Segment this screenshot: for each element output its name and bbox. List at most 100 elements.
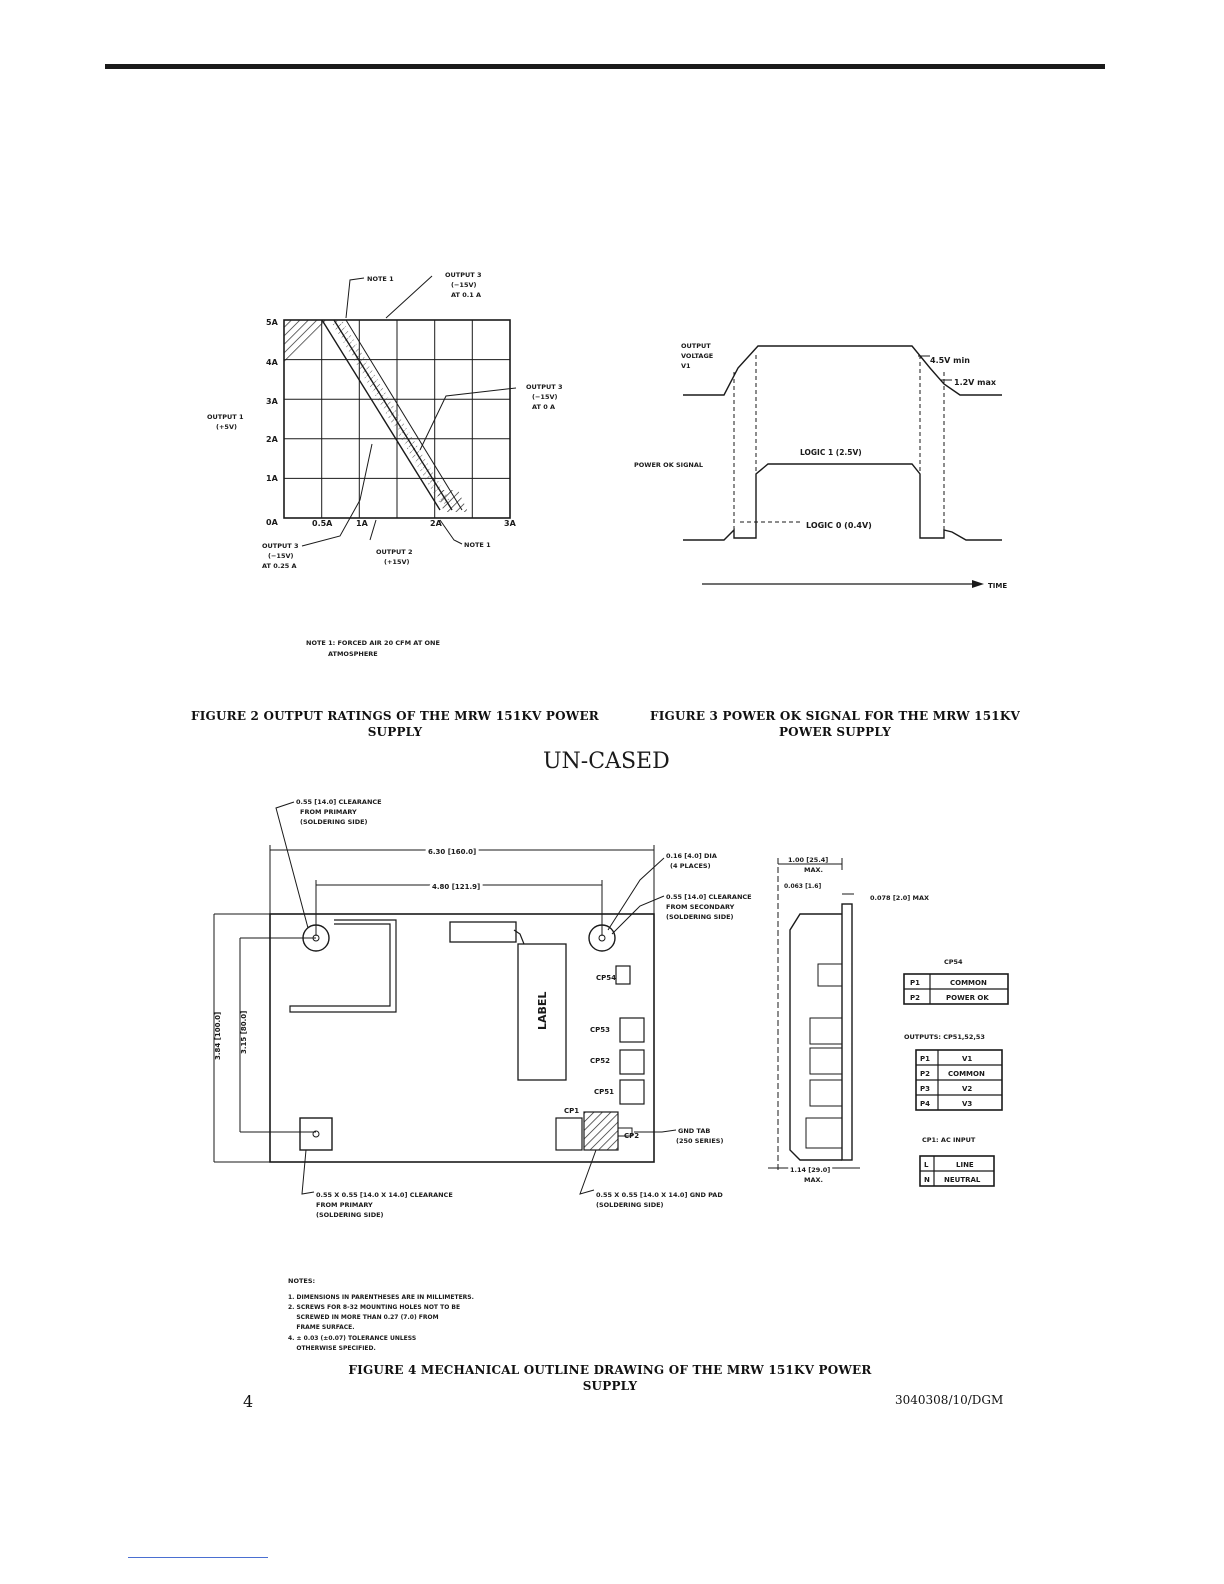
figure3-caption-line1: FIGURE 3 POWER OK SIGNAL FOR THE MRW 151… [650,709,1020,723]
gnd-tab-label: (250 SERIES) [676,1137,723,1145]
note-line: 2. SCREWS FOR 8-32 MOUNTING HOLES NOT TO… [288,1304,460,1311]
side-top-dim: 1.00 [25.4] [788,856,828,864]
logic0-label: LOGIC 0 (0.4V) [806,521,872,530]
note-line: 4. ± 0.03 (±0.07) TOLERANCE UNLESS [288,1335,416,1342]
figure3-waveforms [683,345,1002,588]
outputs-table-title: OUTPUTS: CP51,52,53 [904,1033,985,1041]
x-tick: 0.5A [312,519,333,528]
side-thick-dim: 0.063 [1.6] [784,883,821,890]
clearance-primary-top: (SOLDERING SIDE) [300,818,368,826]
clearance-primary-bottom: FROM PRIMARY [316,1201,373,1209]
note-line: FRAME SURFACE. [288,1324,355,1331]
dia-label: 0.16 [4.0] DIA [666,852,717,860]
note1-top-label: NOTE 1 [367,275,394,283]
dim-height-label: 3.84 [100.0] [214,1012,222,1060]
figure2-labels: 5A 4A 3A 2A 1A 0A 0.5A 1A 2A 3A OUTPUT 1… [207,271,563,658]
note-line: 1. DIMENSIONS IN PARENTHESES ARE IN MILL… [288,1294,474,1301]
note-line: OTHERWISE SPECIFIED. [288,1345,376,1352]
cp52-label: CP52 [590,1057,610,1065]
y-tick: 3A [266,397,279,406]
gnd-pad-label: (SOLDERING SIDE) [596,1201,664,1209]
clearance-secondary: (SOLDERING SIDE) [666,913,734,921]
x-tick: 3A [504,519,517,528]
clearance-primary-bottom: (SOLDERING SIDE) [316,1211,384,1219]
figure3-caption: FIGURE 3 POWER OK SIGNAL FOR THE MRW 151… [650,708,1020,740]
label-text: LABEL [536,992,549,1030]
output3-top-label: AT 0.1 A [451,291,481,299]
figure4-notes: NOTES: 1. DIMENSIONS IN PARENTHESES ARE … [288,1277,474,1352]
figure3-caption-line2: POWER SUPPLY [778,725,892,739]
pin-cell: LINE [956,1161,974,1169]
pin-cell: V2 [962,1085,972,1093]
dim-holes: 4.80 [121.9] [432,883,480,891]
pin-cell: V1 [962,1055,972,1063]
side-078-dim: 0.078 [2.0] MAX [870,894,929,902]
notes-title: NOTES: [288,1277,315,1285]
y-axis-label: OUTPUT 1 [207,413,244,421]
cp51-label: CP51 [594,1088,614,1096]
dim-hole-height-label: 3.15 [80.0] [240,1011,248,1054]
output3-top-label: OUTPUT 3 [445,271,482,279]
pin-cell: POWER OK [946,994,989,1002]
cp2-label: CP2 [624,1132,639,1140]
logic1-label: LOGIC 1 (2.5V) [800,448,862,457]
power-ok-label: POWER OK SIGNAL [634,461,703,469]
cp54-label: CP54 [596,974,616,982]
clearance-secondary: FROM SECONDARY [666,903,735,911]
figure4-caption: FIGURE 4 MECHANICAL OUTLINE DRAWING OF T… [330,1362,890,1394]
vmin-label: 4.5V min [930,356,970,365]
pin-cell: P4 [920,1100,930,1108]
header-rule [105,64,1105,69]
output3-right-label: (−15V) [532,393,557,401]
pin-cell: P2 [910,994,920,1002]
note-line: SCREWED IN MORE THAN 0.27 (7.0) FROM [288,1314,439,1321]
figure2-caption-line2: SUPPLY [367,725,423,739]
x-tick: 2A [430,519,443,528]
clearance-primary-top: FROM PRIMARY [300,808,357,816]
pin-cell: COMMON [948,1070,985,1078]
time-label: TIME [988,582,1007,590]
dia-label: (4 PLACES) [670,862,711,870]
cp53-label: CP53 [590,1026,610,1034]
output-voltage-label: V1 [681,362,691,370]
y-tick: 2A [266,435,279,444]
page-number: 4 [243,1392,254,1411]
x-tick: 1A [356,519,369,528]
output-voltage-label: OUTPUT [681,342,711,350]
gnd-tab-label: GND TAB [678,1127,710,1135]
vmax-label: 1.2V max [954,378,997,387]
bottom-underline [128,1557,268,1558]
cp1-table-title: CP1: AC INPUT [922,1136,976,1144]
pin-cell: NEUTRAL [944,1176,981,1184]
clearance-primary-top: 0.55 [14.0] CLEARANCE [296,798,382,806]
output3-bottom-label: AT 0.25 A [262,562,297,570]
note1-bottom-label: NOTE 1 [464,541,491,549]
document-id: 3040308/10/DGM [895,1393,1004,1407]
figure2-caption-line1: FIGURE 2 OUTPUT RATINGS OF THE MRW 151KV… [191,709,599,723]
pin-cell: L [924,1161,929,1169]
gnd-pad-label: 0.55 X 0.55 [14.0 X 14.0] GND PAD [596,1191,723,1199]
pin-cell: P1 [920,1055,930,1063]
cp54-table-title: CP54 [944,958,963,966]
y-tick: 4A [266,358,279,367]
pin-cell: N [924,1176,930,1184]
figure4-caption-line: FIGURE 4 MECHANICAL OUTLINE DRAWING OF T… [348,1363,872,1393]
pin-cell: V3 [962,1100,972,1108]
cp1-label: CP1 [564,1107,579,1115]
clearance-secondary: 0.55 [14.0] CLEARANCE [666,893,752,901]
pin-cell: P2 [920,1070,930,1078]
note-text: ATMOSPHERE [328,650,378,658]
y-tick: 0A [266,518,279,527]
figure4-board [213,801,860,1195]
output-voltage-label: VOLTAGE [681,352,713,360]
figure4-labels: 0.55 [14.0] CLEARANCE FROM PRIMARY (SOLD… [296,798,929,1219]
y-axis-label: (+5V) [216,423,237,431]
figure2-chart [283,275,517,547]
pin-cell: COMMON [950,979,987,987]
note-text: NOTE 1: FORCED AIR 20 CFM AT ONE [306,639,440,647]
output3-right-label: OUTPUT 3 [526,383,563,391]
side-bottom-dim: 1.14 [29.0] [790,1166,830,1174]
output3-bottom-label: (−15V) [268,552,293,560]
side-bottom-dim: MAX. [804,1176,823,1184]
